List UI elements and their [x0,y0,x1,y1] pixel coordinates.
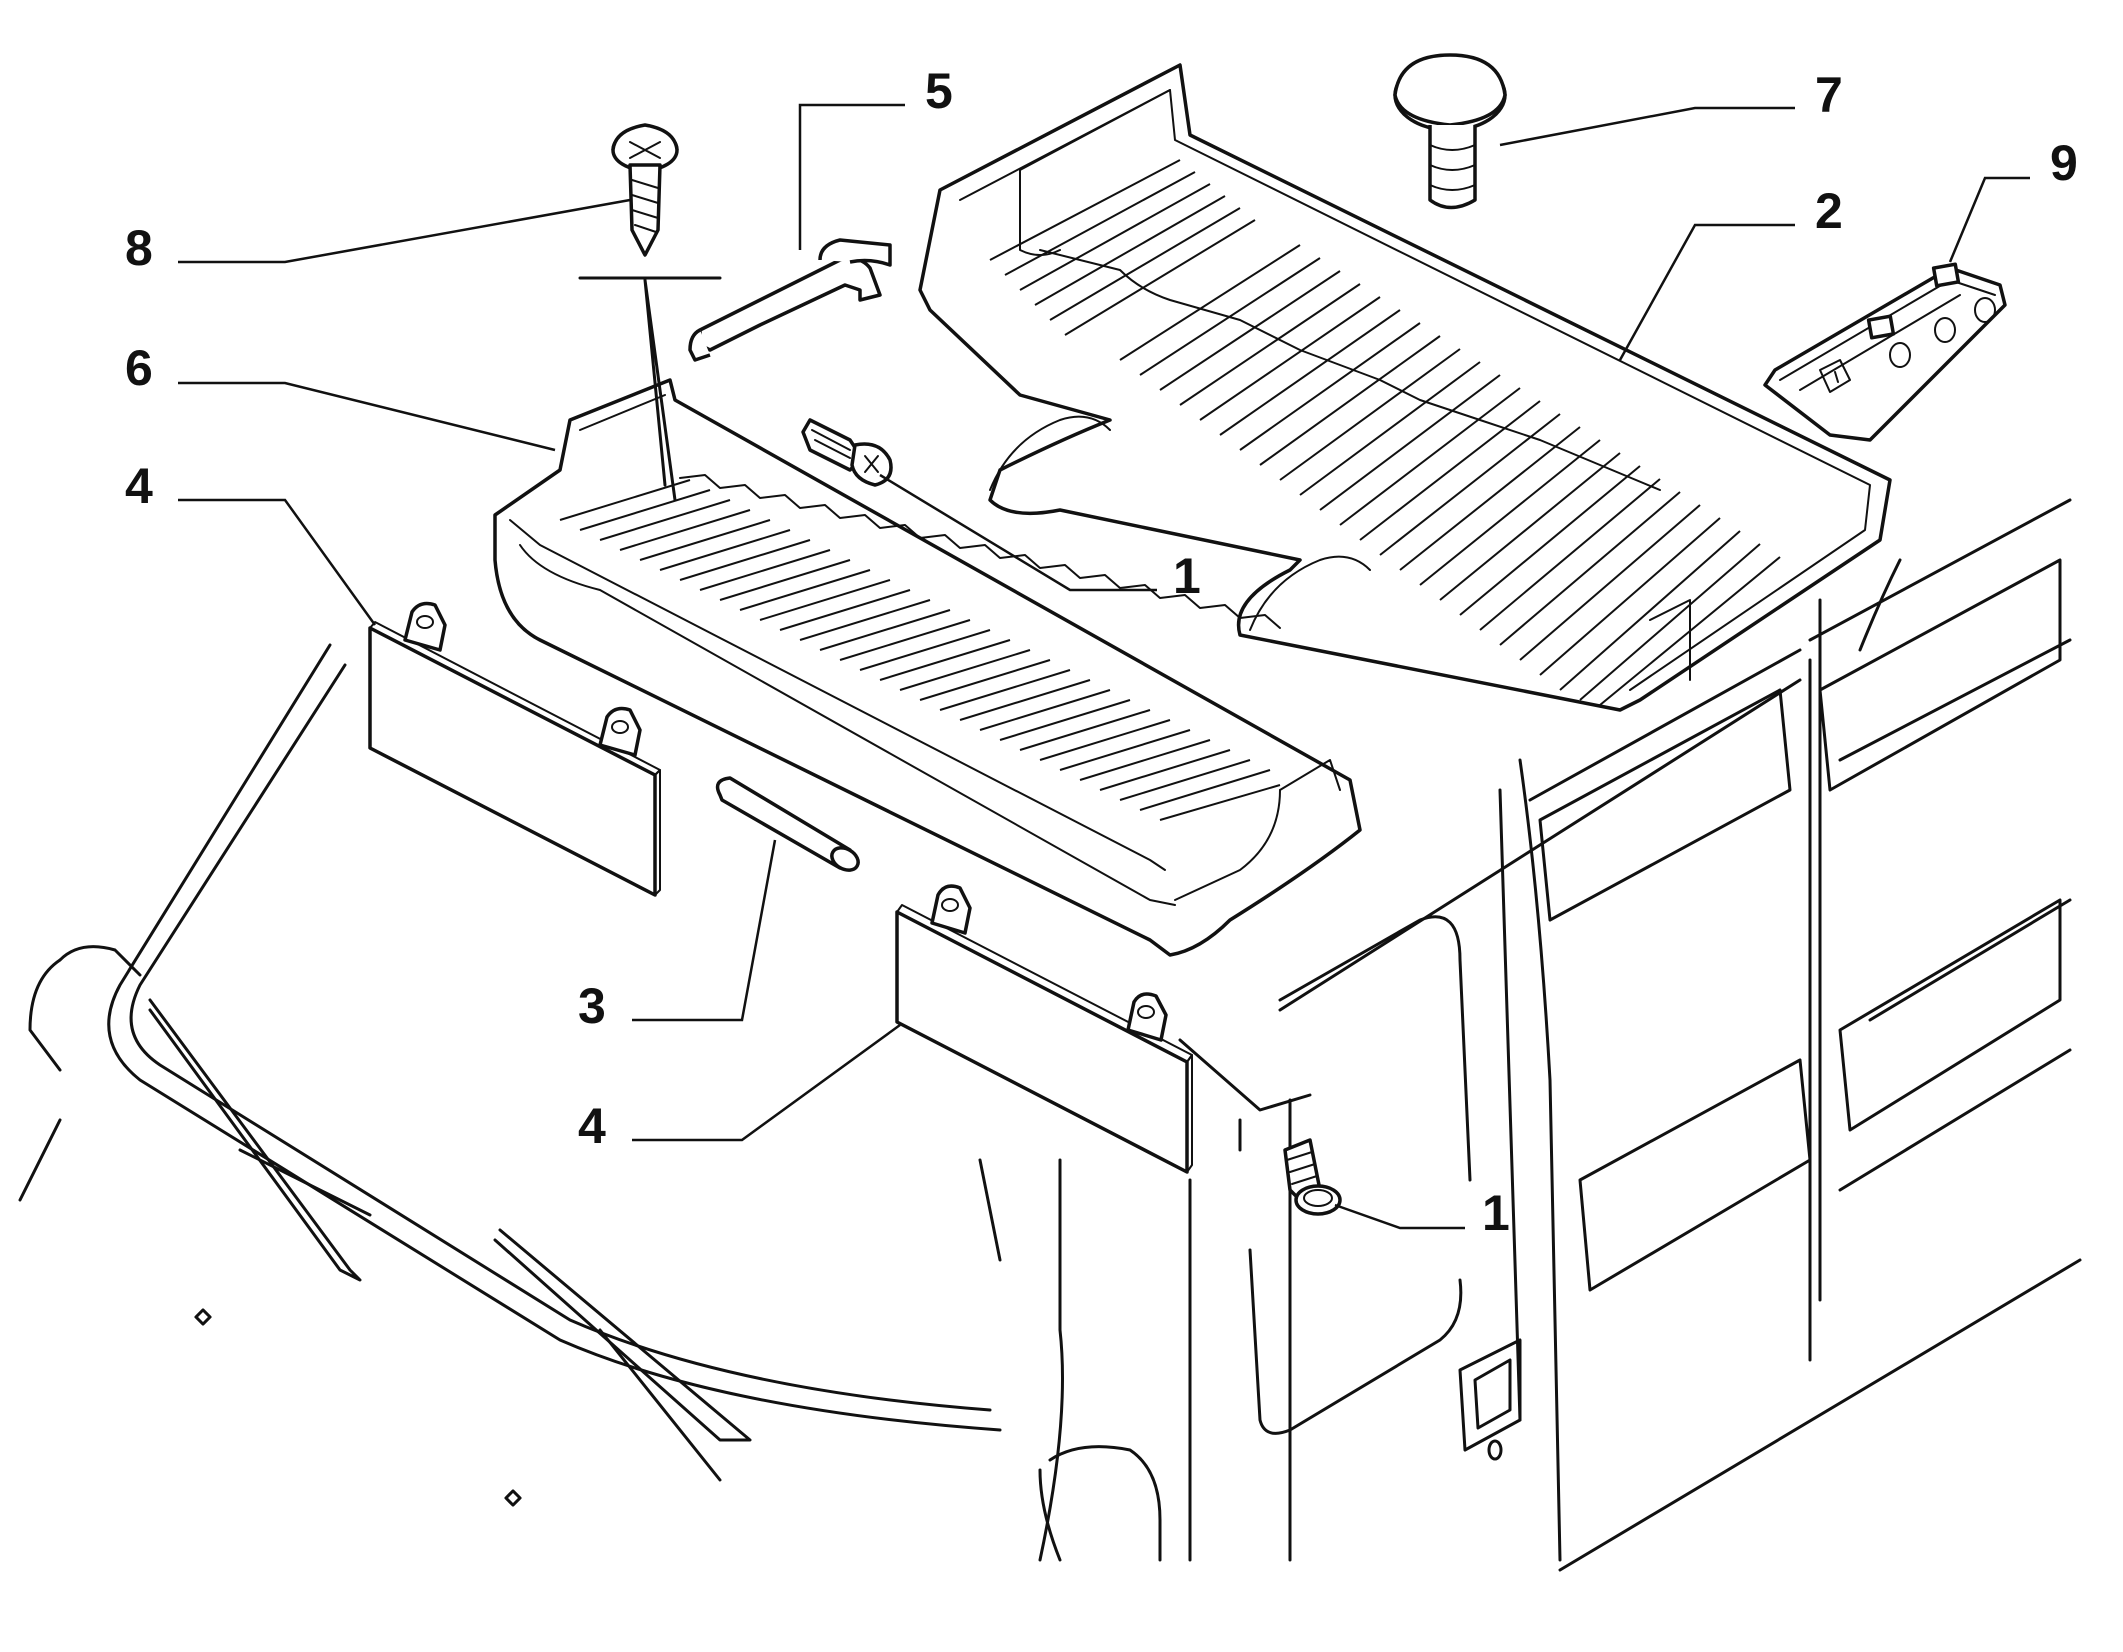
leader-lines [178,103,2030,1230]
leader-1-upper [879,473,1157,592]
part-4-panel-lower [895,884,1193,1174]
leader-5 [798,103,905,250]
leader-6 [178,381,556,452]
callout-8: 8 [125,220,153,276]
callout-3: 3 [578,978,606,1034]
part-5-hook [688,238,892,362]
callout-1-upper: 1 [1173,548,1201,604]
part-1-screw-lower [1283,1138,1342,1216]
callout-2: 2 [1815,183,1843,239]
callout-7: 7 [1815,67,1843,123]
callout-labels: 5 8 6 4 7 9 2 1 3 4 1 [125,63,2078,1241]
shelf-ribs [989,159,1781,706]
part-8-screw [611,123,679,257]
part-4-panel-upper [368,601,661,897]
callout-9: 9 [2050,135,2078,191]
leader-2 [1618,223,1795,361]
callout-4-upper: 4 [125,458,153,514]
part-6-small-shelf [493,378,1362,957]
part-9-lamp [1763,262,2007,442]
callout-6: 6 [125,340,153,396]
part-8-alignment-t [578,276,722,502]
leader-7 [1499,106,1795,147]
callout-5: 5 [925,63,953,119]
part-7-plug [1393,53,1507,210]
leader-1-lower [1334,1203,1465,1230]
leader-3 [632,839,777,1022]
leader-9 [1948,176,2030,263]
part-1-screw-upper [801,418,893,487]
leader-8 [178,198,631,264]
small-shelf-ribs [559,479,1281,821]
callout-4-lower: 4 [578,1098,606,1154]
leader-4-lower [632,1023,901,1142]
part-2-large-shelf [918,63,1892,712]
leader-4-upper [178,498,377,626]
callout-1-lower: 1 [1482,1185,1510,1241]
part-3-tube [715,776,860,872]
